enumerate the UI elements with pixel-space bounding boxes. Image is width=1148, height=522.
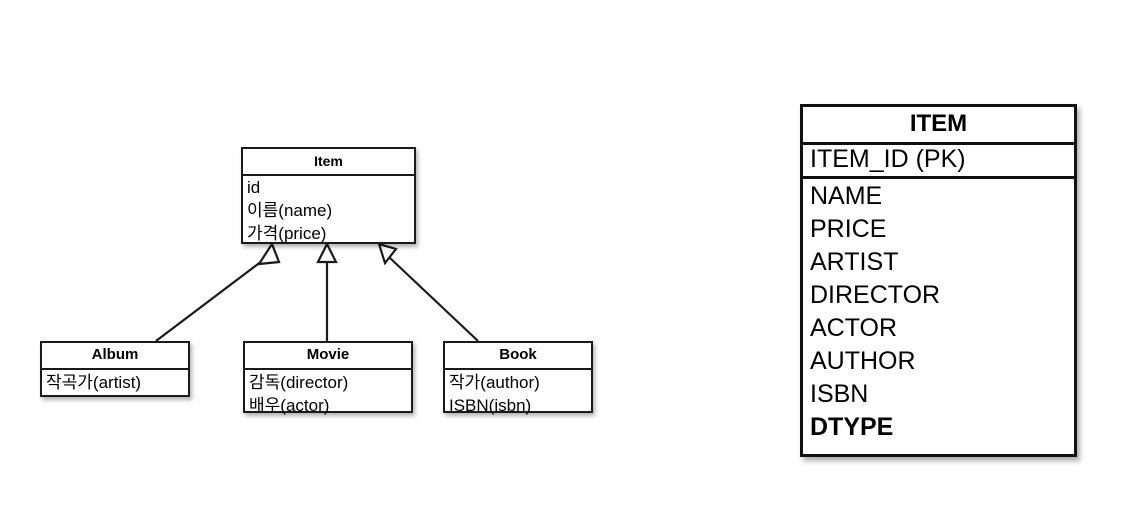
- generalization-line-book: [389, 257, 479, 342]
- erd-table-item-columns: NAME PRICE ARTIST DIRECTOR ACTOR AUTHOR …: [803, 179, 1074, 444]
- uml-class-movie-title: Movie: [245, 343, 411, 370]
- erd-column: ARTIST: [810, 248, 899, 276]
- erd-column: ACTOR: [810, 314, 898, 342]
- uml-class-album: Album 작곡가(artist): [40, 341, 190, 397]
- uml-attribute: id: [247, 178, 261, 197]
- generalization-arrowhead-album: [256, 241, 281, 266]
- erd-column: ISBN: [810, 380, 869, 408]
- erd-column: DIRECTOR: [810, 281, 941, 309]
- uml-attribute: 감독(director): [249, 373, 349, 392]
- uml-class-movie: Movie 감독(director) 배우(actor): [243, 341, 413, 415]
- erd-column: AUTHOR: [810, 347, 916, 375]
- uml-class-book: Book 작가(author) ISBN(isbn): [443, 341, 593, 415]
- erd-column-dtype: DTYPE: [810, 413, 894, 441]
- uml-attribute: 배우(actor): [249, 396, 330, 415]
- erd-table-item: ITEM ITEM_ID (PK) NAME PRICE ARTIST DIRE…: [800, 104, 1077, 457]
- uml-class-item-attributes: id 이름(name) 가격(price): [243, 176, 414, 247]
- uml-attribute: 작가(author): [449, 373, 540, 392]
- erd-column: PRICE: [810, 215, 887, 243]
- uml-attribute: 이름(name): [247, 201, 333, 220]
- generalization-line-album: [155, 257, 267, 342]
- uml-attribute: ISBN(isbn): [449, 396, 532, 415]
- erd-table-item-title: ITEM: [803, 107, 1074, 145]
- uml-class-book-attributes: 작가(author) ISBN(isbn): [445, 370, 591, 419]
- uml-class-item: Item id 이름(name) 가격(price): [241, 147, 416, 244]
- erd-table-item-primary-key: ITEM_ID (PK): [803, 145, 1074, 179]
- uml-class-album-attributes: 작곡가(artist): [42, 370, 188, 396]
- uml-class-movie-attributes: 감독(director) 배우(actor): [245, 370, 411, 419]
- erd-column: NAME: [810, 182, 883, 210]
- uml-class-item-title: Item: [243, 149, 414, 176]
- uml-attribute: 가격(price): [247, 224, 327, 243]
- uml-class-album-title: Album: [42, 343, 188, 370]
- uml-attribute: 작곡가(artist): [46, 373, 142, 392]
- uml-class-book-title: Book: [445, 343, 591, 370]
